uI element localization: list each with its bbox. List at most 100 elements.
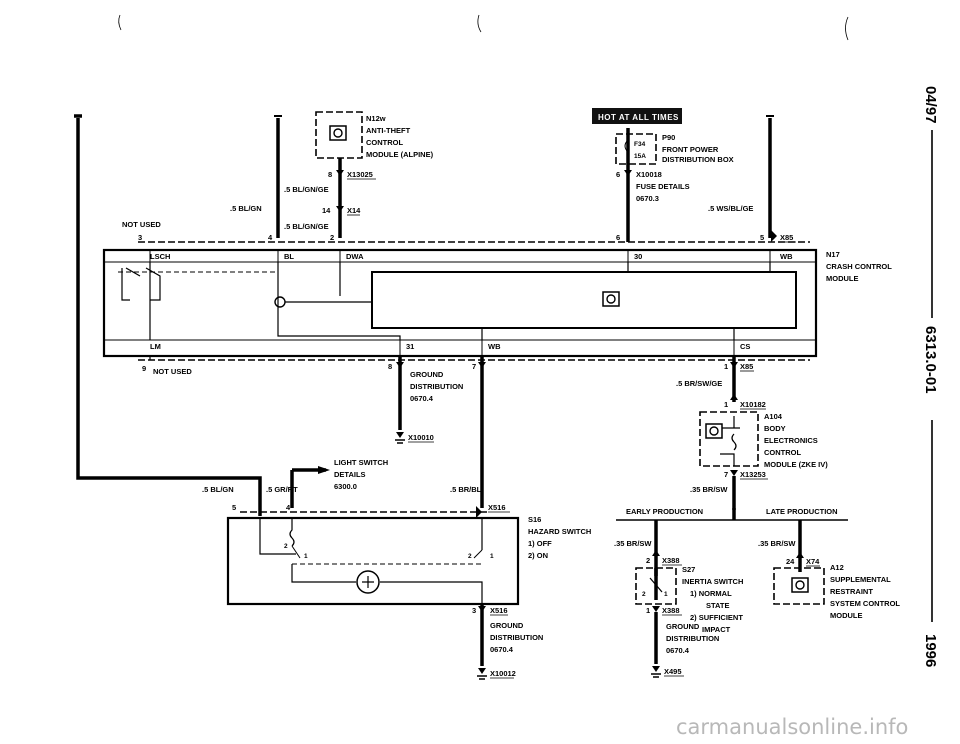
hot-at-all-times-tab: HOT AT ALL TIMES	[592, 108, 682, 124]
ground-mid-pin: 3	[472, 606, 476, 615]
s27-pin: 2	[646, 556, 650, 565]
ground-left-conn: X10010	[408, 433, 434, 442]
s27-line3: STATE	[706, 601, 729, 610]
wire-label-35-brsw-a: .35 BR/SW	[690, 485, 728, 494]
side-date: 04/97	[922, 86, 939, 124]
wire-label-grrt: .5 GR/RT	[266, 485, 298, 494]
x13025-label: X13025	[347, 170, 373, 179]
s16-line3: 2) ON	[528, 551, 548, 560]
hot-at-all-times-label: HOT AT ALL TIMES	[598, 113, 679, 122]
a12-conn: X74	[806, 557, 820, 566]
s27-sw-1: 1	[664, 591, 668, 598]
connector-x13025: 8 X13025	[328, 170, 376, 180]
p90-line2: DISTRIBUTION BOX	[662, 155, 734, 164]
a12-id: A12	[830, 563, 844, 572]
s27-inertia-switch: .35 BR/SW 2 X388 2 1 S27 INERTIA SWITCH …	[614, 520, 743, 678]
s27-conn-b: X388	[662, 606, 680, 615]
s16-line1: HAZARD SWITCH	[528, 527, 591, 536]
light-switch-line3: 6300.0	[334, 482, 357, 491]
not-used-top: NOT USED	[122, 220, 161, 229]
a12-line2: RESTRAINT	[830, 587, 873, 596]
connector-x10018: 6 X10018 FUSE DETAILS 0670.3	[616, 170, 690, 203]
a12-pin: 24	[786, 557, 795, 566]
late-production-label: LATE PRODUCTION	[766, 507, 838, 516]
hazard-pin-l2: 2	[284, 543, 288, 550]
pin-wb-top: WB	[780, 252, 793, 261]
s27-pin-b: 1	[646, 606, 650, 615]
s16-hazard-switch: S16 HAZARD SWITCH 1) OFF 2) ON 2 1 2 1	[226, 515, 591, 606]
ground-left-pin8: 8	[388, 362, 392, 371]
a12-wire: .35 BR/SW	[758, 539, 796, 548]
pin-6: 6	[616, 233, 620, 242]
wire-label-blgnge-a: .5 BL/GN/GE	[284, 185, 329, 194]
x13025-pin: 8	[328, 170, 332, 179]
x13253-pin: 7	[724, 470, 728, 479]
a104-line2: ELECTRONICS	[764, 436, 818, 445]
ground-mid-line2: DISTRIBUTION	[490, 633, 543, 642]
s27-sw-2: 2	[642, 591, 646, 598]
light-switch-line2: DETAILS	[334, 470, 366, 479]
s16-pin4: 4	[286, 503, 291, 512]
s27-line4: 2) SUFFICIENT	[690, 613, 743, 622]
n12w-line2: CONTROL	[366, 138, 403, 147]
p90-id: P90	[662, 133, 675, 142]
wire-label-brbl: .5 BR/BL	[450, 485, 482, 494]
wire-label-blgn-top: .5 BL/GN	[230, 204, 262, 213]
pin-lsch: LSCH	[150, 252, 170, 261]
n17-line2: MODULE	[826, 274, 859, 283]
s27-g1: GROUND	[666, 622, 700, 631]
n17-line1: CRASH CONTROL	[826, 262, 892, 271]
side-year: 1996	[922, 634, 939, 667]
wire-label-brswge: .5 BR/SW/GE	[676, 379, 722, 388]
side-margin: 04/97 6313.0-01 1996	[922, 86, 939, 667]
ground-mid-conn2: X10012	[490, 669, 516, 678]
pin-lm: LM	[150, 342, 161, 351]
ground-distribution-left: 8 GROUND DISTRIBUTION 0670.4 X10010	[388, 356, 463, 444]
pin-2: 2	[330, 233, 334, 242]
pin-bl: BL	[284, 252, 294, 261]
s27-g2: DISTRIBUTION	[666, 634, 719, 643]
s27-conn: X388	[662, 556, 680, 565]
x10018-pin: 6	[616, 170, 620, 179]
a104-conn: X10182	[740, 400, 766, 409]
left-loop-wire	[74, 114, 262, 516]
pin-3: 3	[138, 233, 142, 242]
a104-pin: 1	[724, 400, 728, 409]
n12w-line3: MODULE (ALPINE)	[366, 150, 434, 159]
pin-5: 5	[760, 233, 764, 242]
s16-conn: X516	[488, 503, 506, 512]
ground-left-pin7: 7	[472, 362, 476, 371]
scan-marks	[118, 14, 849, 41]
wire-label-blgn-left: .5 BL/GN	[202, 485, 234, 494]
x10018-line1: FUSE DETAILS	[636, 182, 690, 191]
ground-distribution-middle: 3 X516 GROUND DISTRIBUTION 0670.4 X10012	[472, 604, 543, 680]
s27-line2: 1) NORMAL	[690, 589, 732, 598]
a12-line4: MODULE	[830, 611, 863, 620]
early-production-label: EARLY PRODUCTION	[626, 507, 703, 516]
x85-bottom-label: X85	[740, 362, 753, 371]
x14-pin: 14	[322, 206, 331, 215]
a12-line1: SUPPLEMENTAL	[830, 575, 891, 584]
a12-supplemental-restraint-module: .35 BR/SW 24 X74 A12 SUPPLEMENTAL RESTRA…	[758, 520, 900, 620]
a104-id: A104	[764, 412, 783, 421]
cs-wire-to-a104: 1 X85 .5 BR/SW/GE	[676, 356, 754, 402]
light-switch-branch: LIGHT SWITCH DETAILS 6300.0 .5 GR/RT .5 …	[202, 458, 388, 508]
s27-line1: INERTIA SWITCH	[682, 577, 743, 586]
s16-id: S16	[528, 515, 541, 524]
s27-conn-g: X495	[664, 667, 682, 676]
ground-left-line3: 0670.4	[410, 394, 434, 403]
pin-cs: CS	[740, 342, 750, 351]
x14-label: X14	[347, 206, 361, 215]
s27-line5: IMPACT	[702, 625, 731, 634]
ground-left-line2: DISTRIBUTION	[410, 382, 463, 391]
pin-4: 4	[268, 233, 273, 242]
p90-amps: 15A	[634, 153, 646, 160]
n17-crash-control-module: N17 CRASH CONTROL MODULE LSCH BL DWA 30 …	[102, 248, 892, 358]
a12-line3: SYSTEM CONTROL	[830, 599, 900, 608]
n12w-line1: ANTI-THEFT	[366, 126, 411, 135]
s16-line2: 1) OFF	[528, 539, 552, 548]
wire-label-wsblge: .5 WS/BL/GE	[708, 204, 753, 213]
pin-31: 31	[406, 342, 414, 351]
